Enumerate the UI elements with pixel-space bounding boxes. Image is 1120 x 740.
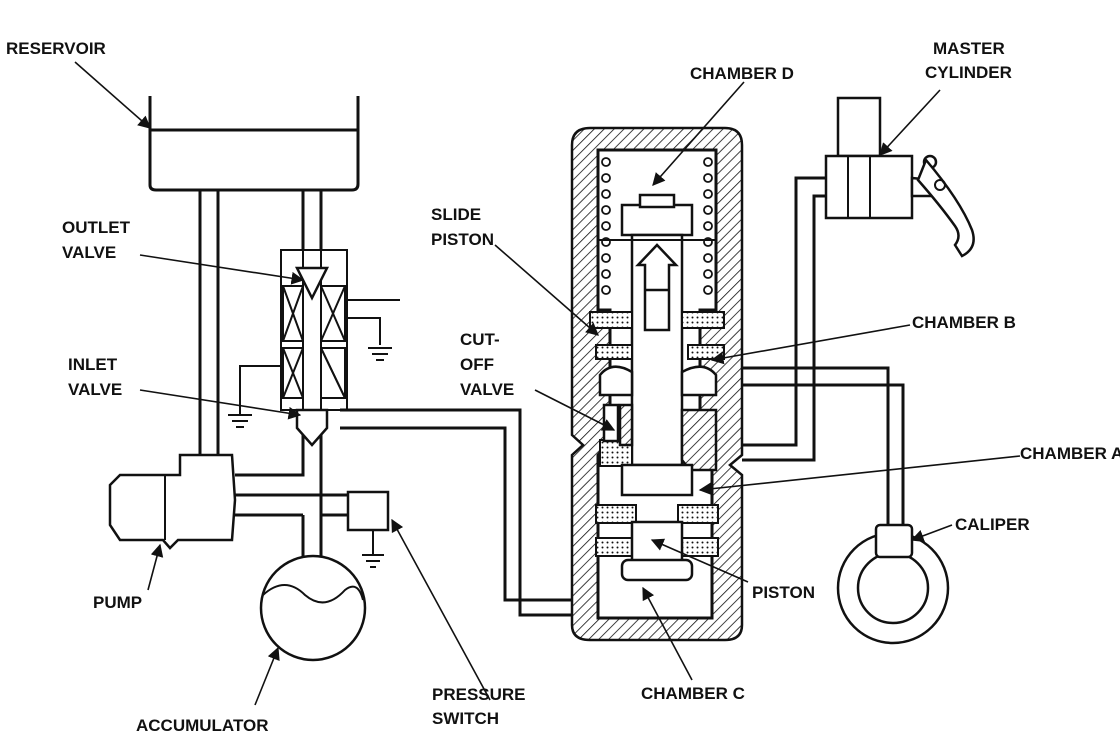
accumulator xyxy=(259,554,367,662)
label-pressure-switch-line1: PRESSURE xyxy=(432,685,526,704)
leader-lines xyxy=(74,61,1021,706)
pressure-switch xyxy=(346,490,390,532)
label-outlet-valve-line1: OUTLET xyxy=(62,218,131,237)
outlet-valve-poppet-icon xyxy=(294,266,330,301)
label-reservoir: RESERVOIR xyxy=(6,39,106,58)
solenoid-valve-block xyxy=(239,249,400,447)
inlet-valve-poppet-icon xyxy=(295,408,329,447)
label-chamber-a: CHAMBER A xyxy=(1020,444,1120,463)
label-caliper: CALIPER xyxy=(955,515,1030,534)
left-hydraulic-lines xyxy=(198,190,580,617)
ground-icon xyxy=(362,530,384,568)
label-chamber-c: CHAMBER C xyxy=(641,684,745,703)
label-pump: PUMP xyxy=(93,593,142,612)
label-inlet-valve-line2: VALVE xyxy=(68,380,122,399)
ground-icon xyxy=(368,347,392,361)
label-chamber-b: CHAMBER B xyxy=(912,313,1016,332)
label-pressure-switch-line2: SWITCH xyxy=(432,709,499,728)
label-outlet-valve-line2: VALVE xyxy=(62,243,116,262)
pump xyxy=(108,453,237,550)
label-cut-off-valve-line1: CUT- xyxy=(460,330,500,349)
label-master-cylinder-line2: CYLINDER xyxy=(925,63,1012,82)
label-accumulator: ACCUMULATOR xyxy=(136,716,269,735)
master-cylinder xyxy=(742,96,975,462)
outlet-coil-icon xyxy=(282,285,346,342)
label-cut-off-valve-line3: VALVE xyxy=(460,380,514,399)
inlet-coil-icon xyxy=(282,347,346,399)
label-chamber-d: CHAMBER D xyxy=(690,64,794,83)
booster-assembly xyxy=(570,126,744,642)
spring-icon xyxy=(601,157,713,295)
label-master-cylinder-line1: MASTER xyxy=(933,39,1005,58)
reservoir xyxy=(148,96,360,192)
label-inlet-valve-line1: INLET xyxy=(68,355,118,374)
ground-icon xyxy=(228,400,252,428)
label-slide-piston-line2: PISTON xyxy=(431,230,494,249)
label-piston: PISTON xyxy=(752,583,815,602)
caliper xyxy=(742,366,950,645)
flow-arrow-up-icon xyxy=(635,243,679,332)
label-cut-off-valve-line2: OFF xyxy=(460,355,494,374)
label-slide-piston-line1: SLIDE xyxy=(431,205,481,224)
